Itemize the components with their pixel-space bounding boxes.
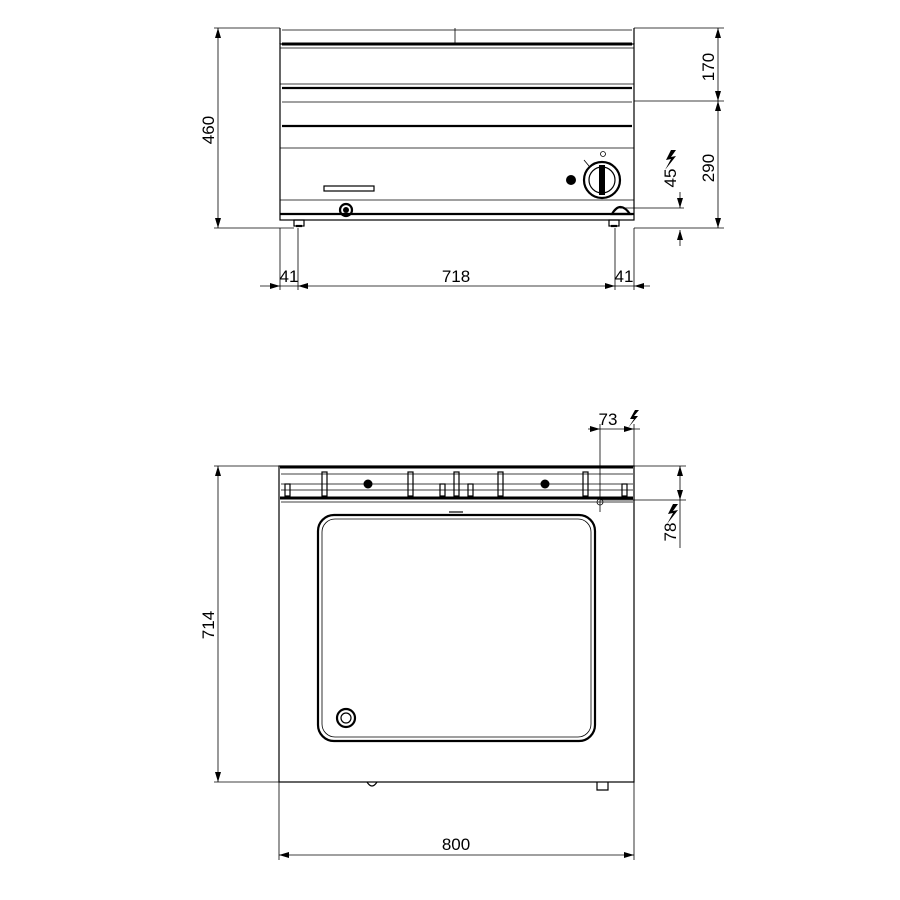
dim-leg-spacing: 41 718 41: [260, 228, 650, 290]
dim-inlet-offset-x: 73: [588, 410, 640, 512]
front-view: 460 170 290 45: [199, 27, 724, 290]
top-view: 714 800 73 78: [199, 410, 686, 860]
dim-label-714: 714: [199, 611, 218, 639]
dim-label-800: 800: [442, 835, 470, 854]
lightning-bolt-icon: [667, 504, 678, 524]
drain-knob: [338, 202, 354, 218]
dim-width-total: 800: [278, 782, 635, 860]
drain-hole: [335, 707, 357, 729]
rail-supports: [284, 471, 628, 506]
dim-label-73: 73: [599, 410, 618, 429]
lightning-bolt-icon: [665, 150, 676, 170]
dim-label-460: 460: [199, 116, 218, 144]
dim-depth-total: 714: [199, 465, 279, 783]
dim-label-718: 718: [442, 267, 470, 286]
dim-inlet-height: 45: [620, 150, 684, 246]
dim-label-41-right: 41: [615, 267, 634, 286]
dim-label-170: 170: [699, 53, 718, 81]
top-body: [278, 465, 635, 791]
dim-inlet-offset-y: 78: [600, 465, 686, 548]
lightning-bolt-icon: [628, 410, 639, 428]
control-knob: [566, 151, 622, 200]
dim-height-total: 460: [199, 27, 294, 229]
front-legs: [293, 219, 620, 228]
front-body: [279, 28, 635, 228]
dim-label-78: 78: [661, 523, 680, 542]
dim-height-right: 170 290: [634, 27, 724, 229]
dim-label-290: 290: [699, 154, 718, 182]
dim-label-45: 45: [661, 169, 680, 188]
dim-label-41-left: 41: [280, 267, 299, 286]
